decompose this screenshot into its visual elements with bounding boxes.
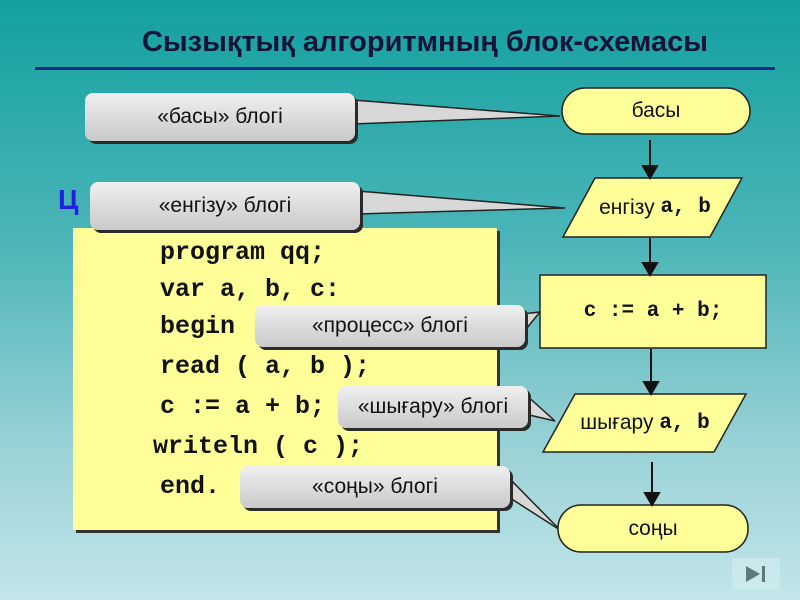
input-word: енгізу bbox=[599, 195, 655, 219]
play-to-end-icon bbox=[746, 566, 765, 582]
title-divider bbox=[35, 67, 775, 70]
arrow-icon bbox=[643, 492, 661, 507]
code-line: read ( a, b ); bbox=[160, 352, 371, 381]
callout-pointer bbox=[524, 392, 556, 422]
start-terminator bbox=[561, 87, 751, 135]
next-slide-button[interactable] bbox=[732, 558, 780, 590]
callout-pointer bbox=[506, 474, 561, 531]
process-block bbox=[539, 274, 767, 349]
callout-output: «шығару» блогі bbox=[338, 386, 528, 428]
callout-end: «соңы» блогі bbox=[240, 466, 510, 508]
arrow-icon bbox=[642, 381, 660, 396]
callout-start: «басы» блогі bbox=[85, 93, 355, 141]
callout-input: «енгізу» блогі bbox=[90, 182, 360, 230]
code-line: writeln ( c ); bbox=[153, 432, 364, 461]
code-line: end. bbox=[160, 472, 221, 501]
process-label: c := a + b; bbox=[583, 300, 723, 323]
output-label: шығару a, b bbox=[555, 394, 735, 452]
slide-title: Сызықтық алгоритмның блок-схемасы bbox=[141, 26, 709, 58]
input-vars: a, b bbox=[660, 196, 711, 219]
callout-pointer bbox=[351, 99, 561, 125]
arrow-icon bbox=[641, 262, 659, 277]
arrow-icon bbox=[641, 165, 659, 180]
end-label: соңы bbox=[628, 516, 678, 540]
start-label: басы bbox=[631, 99, 681, 122]
code-line: program qq; bbox=[160, 238, 326, 267]
output-word: шығару bbox=[580, 411, 654, 434]
subheading: Ц bbox=[58, 184, 79, 215]
input-label: енгізу a, b bbox=[570, 178, 740, 237]
input-parallelogram bbox=[561, 177, 744, 238]
callout-pointer bbox=[356, 190, 566, 215]
code-line: begin bbox=[160, 312, 236, 341]
code-line: var a, b, c: bbox=[160, 275, 341, 304]
callout-process: «процесс» блогі bbox=[255, 305, 525, 347]
output-parallelogram bbox=[541, 393, 748, 453]
code-line: c := a + b; bbox=[160, 392, 326, 421]
output-vars: a, b bbox=[659, 411, 710, 435]
